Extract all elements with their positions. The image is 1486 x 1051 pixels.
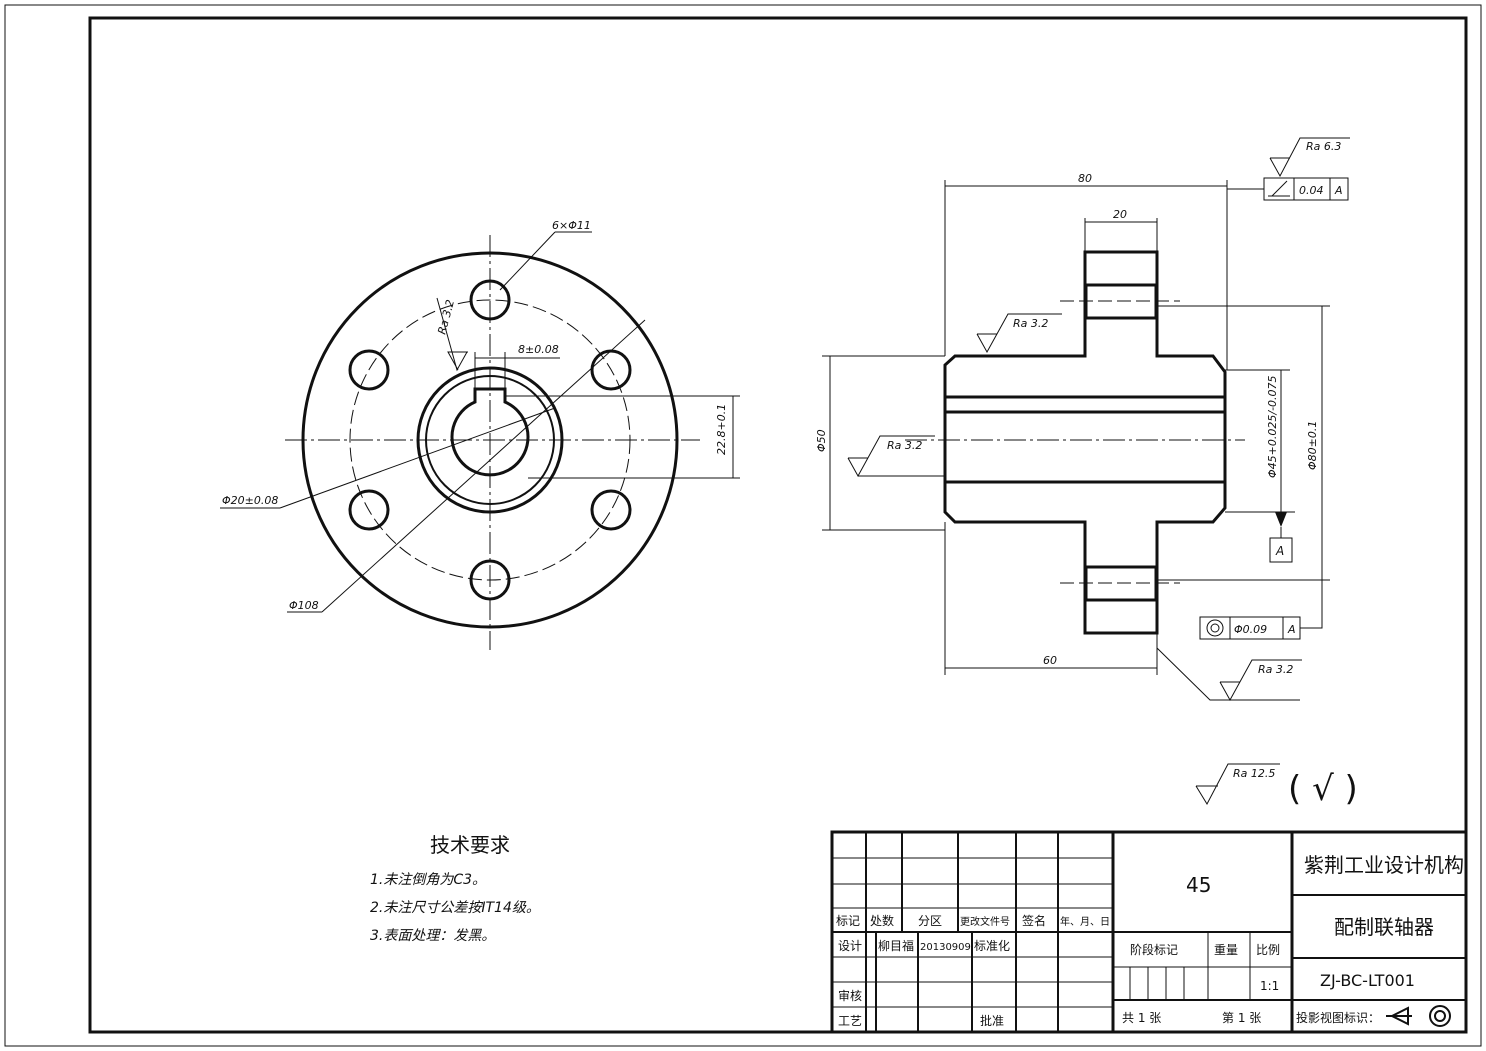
weight-label: 重量	[1214, 943, 1238, 957]
dim-flange: 20	[1113, 208, 1127, 221]
part-name: 配制联轴器	[1334, 915, 1434, 939]
dim-outer: Φ108	[289, 599, 319, 612]
projection-label: 投影视图标识：	[1296, 1010, 1380, 1025]
hdr-zone: 分区	[918, 914, 942, 928]
approve-label: 批准	[980, 1013, 1004, 1028]
dim-shaft: Φ45+0.025/-0.075	[1266, 375, 1279, 478]
designer: 柳目福	[878, 938, 914, 953]
rough-bottom: Ra 3.2	[1258, 663, 1293, 676]
tol-perp-ref: A	[1334, 184, 1343, 197]
tech-req-3: 3.表面处理：发黑。	[370, 928, 495, 944]
dim-flange-dia: Φ80±0.1	[1306, 421, 1319, 470]
dim-length: 80	[1078, 172, 1092, 185]
sheet-no: 第 1 张	[1222, 1011, 1261, 1025]
design-date: 20130909	[920, 942, 971, 953]
inner-frame	[88, 16, 1468, 1034]
dim-bore: Φ20±0.08	[222, 494, 278, 507]
scale-label: 比例	[1256, 943, 1280, 957]
tol-conc: Φ0.09	[1234, 623, 1267, 636]
title-block: 标记 处数 分区 更改文件号 签名 年、月、日 设计 柳目福 20130909 …	[830, 830, 1468, 1034]
dim-hub-dia: Φ50	[815, 429, 828, 452]
dim-holes: 6×Φ11	[552, 219, 591, 232]
outer-border	[4, 4, 1482, 1047]
hdr-date: 年、月、日	[1060, 915, 1110, 928]
dim-hub-len: 60	[1043, 654, 1057, 667]
hub-inner	[425, 375, 555, 505]
datum-label: A	[1275, 544, 1284, 558]
design-label: 设计	[838, 939, 862, 953]
tech-req-title: 技术要求	[430, 833, 510, 857]
hdr-count: 处数	[870, 913, 894, 928]
tech-requirements: 技术要求 1.未注倒角为C3。 2.未注尺寸公差按IT14级。 3.表面处理：发…	[370, 833, 540, 944]
stage-label: 阶段标记	[1130, 942, 1178, 957]
rough-left: Ra 3.2	[1013, 317, 1048, 330]
sheets-total: 共 1 张	[1122, 1011, 1161, 1025]
hdr-doc: 更改文件号	[960, 915, 1010, 928]
general-roughness: Ra 12.5 ( √ )	[1195, 763, 1358, 809]
company: 紫荆工业设计机构	[1304, 853, 1464, 877]
tech-req-1: 1.未注倒角为C3。	[370, 872, 486, 888]
hub-outer	[416, 366, 564, 514]
rough-bore: Ra 3.2	[887, 439, 922, 452]
hdr-mark: 标记	[836, 914, 860, 928]
std-label: 标准化	[974, 939, 1010, 953]
bore-keyway	[450, 387, 530, 477]
outer-circle	[301, 251, 679, 629]
dim-key-depth: 22.8+0.1	[715, 404, 728, 455]
tech-req-2: 2.未注尺寸公差按IT14级。	[370, 900, 540, 916]
scale-value: 1:1	[1260, 979, 1279, 993]
projection-symbol-icon	[1386, 1005, 1451, 1027]
front-view: 6×Φ11 8±0.08 22.8+0.1 Ra 3.2 Φ20±0.08 Φ1…	[220, 219, 740, 650]
review-label: 审核	[838, 988, 862, 1003]
process-label: 工艺	[838, 1014, 862, 1028]
rough-general: Ra 12.5	[1233, 767, 1275, 780]
tol-conc-ref: A	[1287, 623, 1296, 636]
section-view: 80 20 60 Φ50 Φ45+0.025/-0.075 A Φ80±0.1	[815, 137, 1350, 702]
rough-general-paren: ( √ )	[1288, 769, 1358, 809]
bolt-circle	[349, 299, 631, 581]
dim-key-width: 8±0.08	[518, 343, 559, 356]
drawing-no: ZJ-BC-LT001	[1320, 971, 1415, 990]
tol-perp: 0.04	[1299, 184, 1324, 197]
rough-top: Ra 6.3	[1306, 140, 1341, 153]
hdr-sign: 签名	[1022, 913, 1046, 928]
material: 45	[1186, 873, 1211, 897]
